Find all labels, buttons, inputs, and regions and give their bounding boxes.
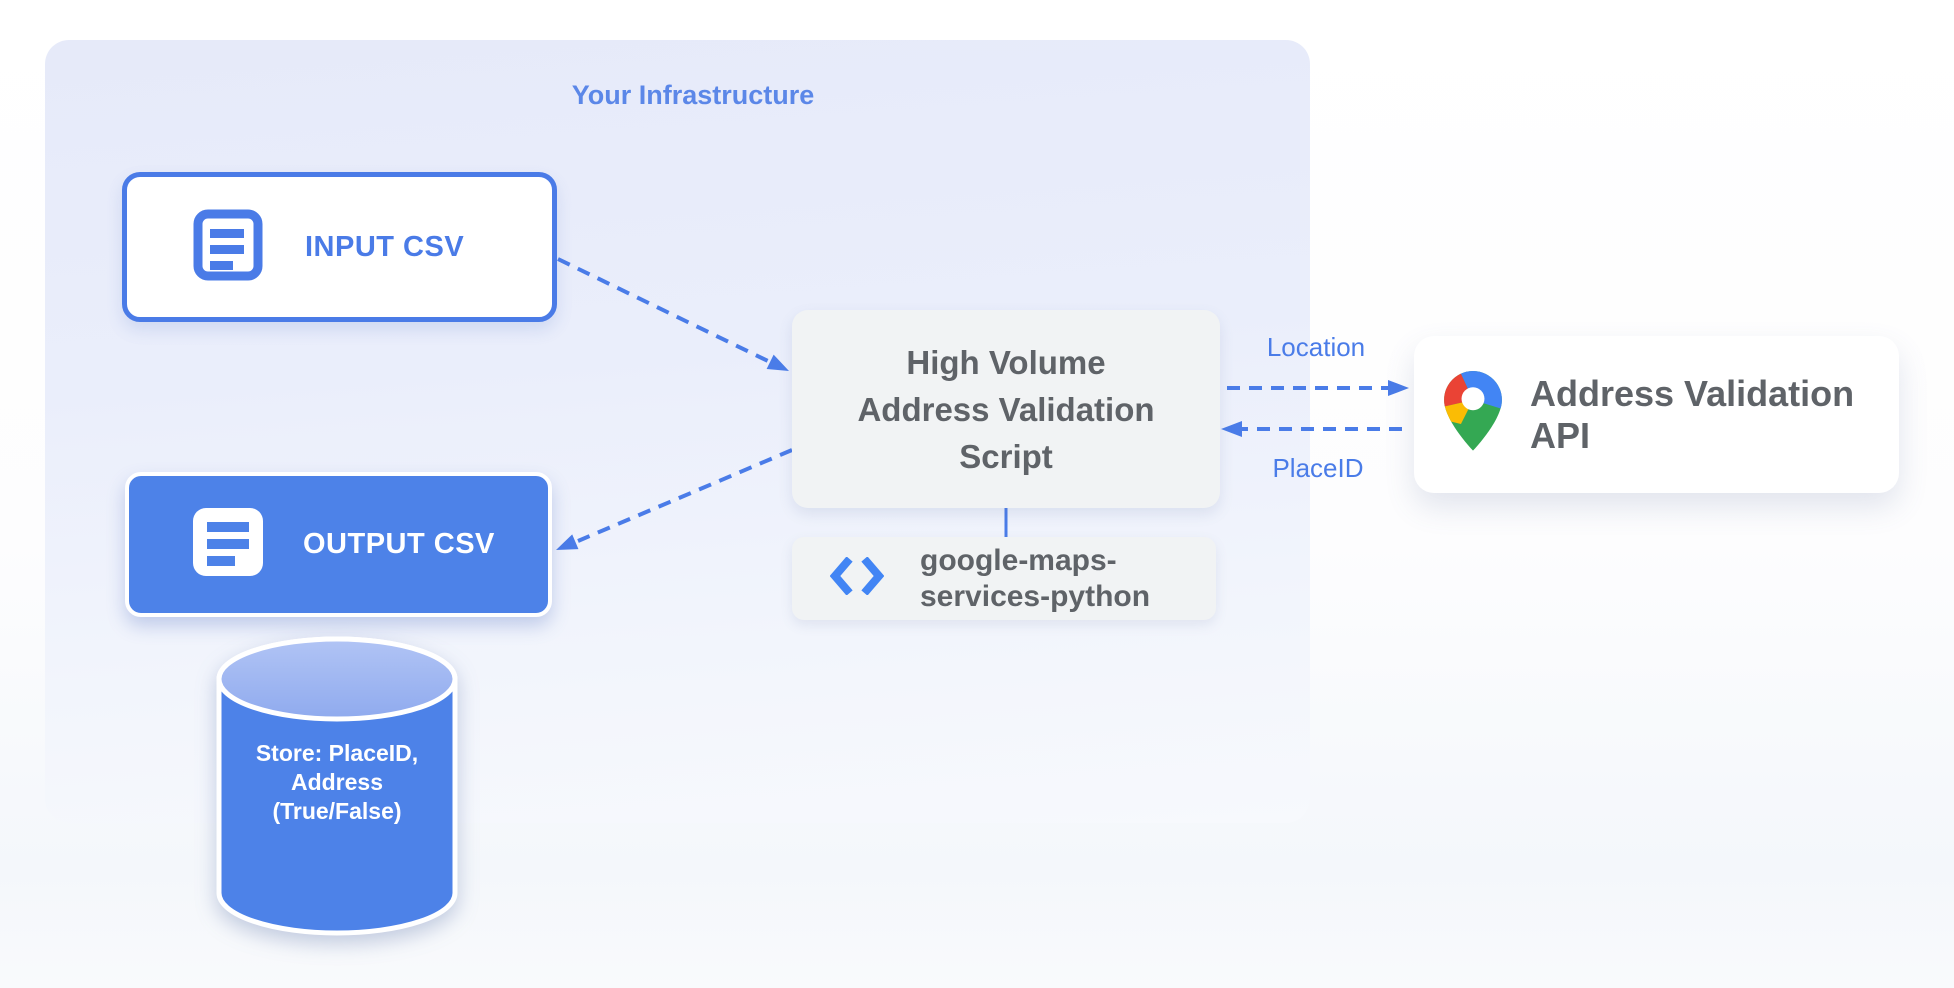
arrowhead-script-to-api xyxy=(1388,380,1409,396)
api-label: Address Validation API xyxy=(1530,372,1855,456)
code-icon xyxy=(829,556,885,600)
datastore-label: Store: PlaceID, Address (True/False) xyxy=(255,740,419,824)
output-csv-label: OUTPUT CSV xyxy=(303,528,495,560)
arrowhead-script-to-output xyxy=(556,534,579,550)
arrow-input-to-script xyxy=(557,257,771,364)
script-label: High Volume Address Validation Script xyxy=(857,343,1155,475)
input-csv-label: INPUT CSV xyxy=(305,230,465,263)
google-maps-pin-icon xyxy=(1444,371,1502,458)
location-label: Location xyxy=(1266,332,1366,362)
script-node: High Volume Address Validation Script xyxy=(792,310,1220,508)
library-node: google-maps- services-python xyxy=(792,537,1216,620)
placeid-label: PlaceID xyxy=(1272,453,1364,483)
arrowhead-api-to-script xyxy=(1221,421,1242,437)
datastore-cylinder xyxy=(216,636,458,936)
output-csv-node: OUTPUT CSV xyxy=(125,472,552,617)
infrastructure-title: Your Infrastructure xyxy=(571,80,815,110)
arrow-script-to-output xyxy=(577,448,793,543)
arrowhead-input-to-script xyxy=(766,354,789,371)
document-filled-icon xyxy=(193,508,263,581)
api-node: Address Validation API xyxy=(1414,336,1899,493)
input-csv-node: INPUT CSV xyxy=(122,172,557,322)
document-outline-icon xyxy=(193,209,263,286)
library-label: google-maps- services-python xyxy=(920,543,1151,613)
